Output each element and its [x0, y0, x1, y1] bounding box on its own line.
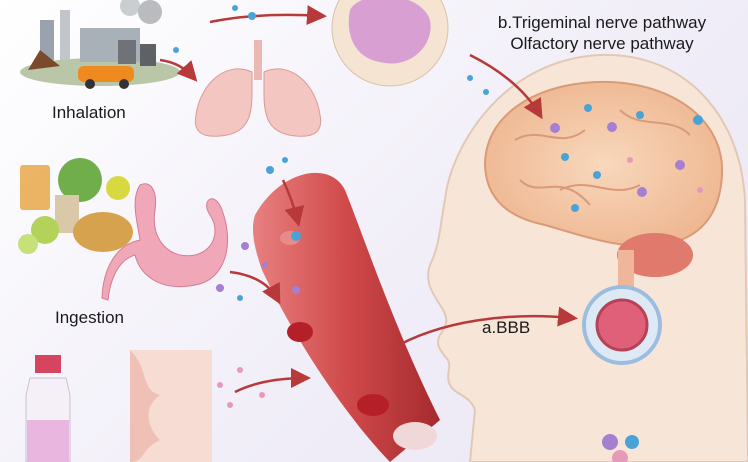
blood-vessel-illustration: [252, 172, 440, 462]
label-ingestion: Ingestion: [55, 308, 124, 327]
brain-illustration: [483, 80, 724, 295]
arrow-gut-to-blood: [229, 270, 281, 305]
arrow-skin-to-blood: [234, 368, 311, 394]
lungs-illustration: [194, 40, 322, 137]
pathway-arrows: [159, 5, 578, 394]
stomach-illustration: [101, 183, 229, 301]
arrow-nasal-to-brain: [469, 53, 543, 120]
food-illustration: [18, 158, 133, 254]
arrow-lungs-to-blood: [281, 179, 305, 227]
label-olfactory: Olfactory nerve pathway: [510, 34, 694, 53]
bbb-capillary-illustration: [582, 285, 662, 365]
arrow-to-nasal: [209, 5, 327, 26]
factory-pollution-illustration: [20, 0, 180, 89]
nasal-cavity-illustration: [331, 0, 449, 87]
label-inhalation: Inhalation: [52, 103, 126, 122]
arrow-blood-to-bbb: [389, 306, 578, 352]
label-bbb: a.BBB: [482, 318, 531, 337]
arrow-to-lungs: [159, 58, 198, 82]
nanoparticles: [173, 5, 703, 462]
skin-layers-illustration: [130, 350, 212, 462]
label-nerve-pathways: b.Trigeminal nerve pathway Olfactory ner…: [468, 12, 736, 54]
bottle-illustration: [25, 355, 71, 462]
label-trigeminal: b.Trigeminal nerve pathway: [497, 13, 707, 32]
